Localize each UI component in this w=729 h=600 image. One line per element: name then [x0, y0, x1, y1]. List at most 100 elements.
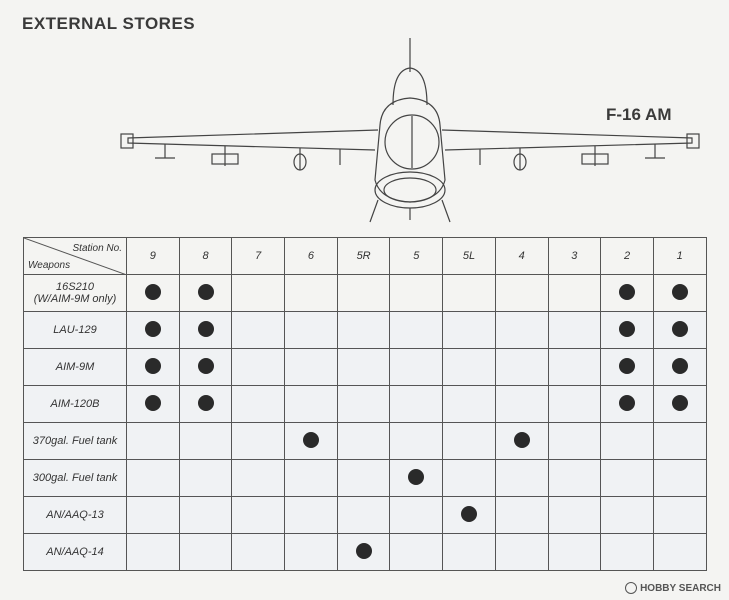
station-cell	[284, 348, 338, 386]
hobby-search-logo-icon	[625, 582, 638, 594]
station-cell	[231, 274, 286, 312]
compatible-mark-icon	[197, 320, 214, 337]
compatible-mark-icon	[619, 320, 636, 337]
station-cell	[284, 274, 338, 312]
station-cell	[284, 533, 338, 571]
weapon-label: AIM-120B	[50, 398, 100, 410]
station-header-cell: 5R	[336, 237, 391, 275]
station-header-cell: 1	[652, 237, 707, 275]
station-cell	[284, 422, 338, 460]
compatible-mark-icon	[197, 394, 214, 411]
station-cell	[442, 274, 496, 312]
station-cell	[494, 533, 549, 571]
station-cell	[442, 533, 496, 571]
station-header-cell: 7	[231, 237, 286, 275]
page-title: EXTERNAL STORES	[22, 14, 196, 33]
compatible-mark-icon	[197, 357, 214, 374]
table-row: LAU-129	[23, 311, 707, 349]
station-cell	[600, 533, 654, 571]
station-cell	[231, 496, 286, 534]
weapons-header: Weapons	[28, 260, 71, 271]
station-cell	[494, 422, 549, 460]
station-cell	[494, 459, 549, 497]
station-cell	[547, 533, 602, 571]
station-cell	[231, 311, 286, 349]
station-cell	[336, 496, 391, 534]
station-cell	[336, 533, 391, 571]
station-cell	[231, 533, 286, 571]
compatible-mark-icon	[144, 394, 161, 411]
compatible-mark-icon	[619, 394, 636, 411]
aircraft-front-view-drawing	[120, 38, 700, 223]
weapon-label: AN/AAQ-13	[46, 509, 104, 521]
watermark-text: HOBBY SEARCH	[640, 582, 721, 594]
header-corner-cell: Station No. Weapons	[23, 237, 127, 275]
station-number-header: Station No.	[72, 243, 122, 254]
station-cell	[178, 496, 233, 534]
station-cell	[389, 422, 444, 460]
station-cell	[547, 385, 602, 423]
station-cell	[231, 348, 286, 386]
table-row: AN/AAQ-14	[23, 533, 707, 571]
compatible-mark-icon	[671, 320, 688, 337]
table-row: 300gal. Fuel tank	[23, 459, 707, 497]
station-cell	[600, 459, 654, 497]
station-cell	[442, 422, 496, 460]
compatible-mark-icon	[144, 320, 161, 337]
weapon-label-cell: AN/AAQ-13	[23, 496, 127, 534]
table-row: AN/AAQ-13	[23, 496, 707, 534]
station-cell	[126, 274, 180, 312]
station-cell	[336, 385, 391, 423]
station-header-cell: 9	[126, 237, 180, 275]
weapon-label: 16S210	[56, 281, 94, 293]
station-header-cell: 8	[178, 237, 233, 275]
station-cell	[600, 385, 654, 423]
station-cell	[442, 385, 496, 423]
station-cell	[442, 348, 496, 386]
weapon-label: (W/AIM-9M only)	[33, 293, 117, 305]
station-cell	[231, 422, 286, 460]
compatible-mark-icon	[460, 505, 477, 522]
station-cell	[178, 422, 233, 460]
table-row: AIM-120B	[23, 385, 707, 423]
station-cell	[600, 422, 654, 460]
weapon-label: 370gal. Fuel tank	[32, 435, 118, 447]
station-cell	[389, 533, 444, 571]
station-cell	[494, 496, 549, 534]
table-row: 370gal. Fuel tank	[23, 422, 707, 460]
compatible-mark-icon	[513, 431, 530, 448]
station-cell	[389, 459, 444, 497]
compatible-mark-icon	[144, 357, 161, 374]
station-header-cell: 5L	[442, 237, 496, 275]
weapon-label-cell: AIM-120B	[23, 385, 127, 423]
station-cell	[336, 311, 391, 349]
station-cell	[494, 348, 549, 386]
table-row: AIM-9M	[23, 348, 707, 386]
station-cell	[547, 422, 602, 460]
weapon-label-cell: 16S210(W/AIM-9M only)	[23, 274, 127, 312]
compatible-mark-icon	[144, 283, 161, 300]
station-cell	[389, 274, 444, 312]
weapon-label-cell: 300gal. Fuel tank	[23, 459, 127, 497]
station-cell	[126, 348, 180, 386]
station-header-cell: 5	[389, 237, 444, 275]
compatible-mark-icon	[671, 394, 688, 411]
station-cell	[336, 348, 391, 386]
station-cell	[389, 496, 444, 534]
station-cell	[547, 274, 602, 312]
station-cell	[178, 385, 233, 423]
compatible-mark-icon	[408, 468, 425, 485]
station-cell	[178, 274, 233, 312]
station-cell	[178, 533, 233, 571]
table-row: 16S210(W/AIM-9M only)	[23, 274, 707, 312]
station-cell	[284, 496, 338, 534]
station-cell	[600, 496, 654, 534]
station-cell	[600, 311, 654, 349]
station-cell	[231, 385, 286, 423]
weapon-label-cell: AN/AAQ-14	[23, 533, 127, 571]
station-cell	[600, 274, 654, 312]
station-header-cell: 3	[547, 237, 602, 275]
station-cell	[126, 496, 180, 534]
station-cell	[547, 496, 602, 534]
